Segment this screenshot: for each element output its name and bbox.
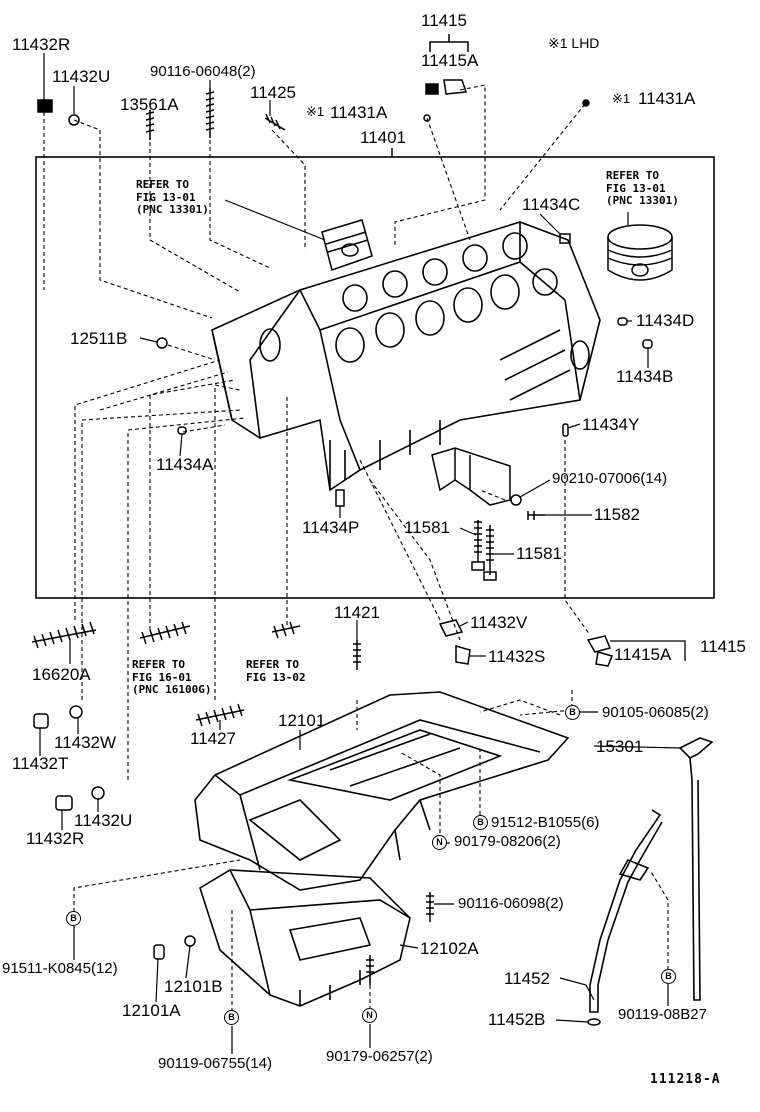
part-11415-top: 11415 (421, 11, 468, 30)
part-12101A: 12101A (122, 1001, 181, 1020)
part-90210-07006: 90210-07006(14) (552, 470, 668, 487)
part-12101: 12101 (278, 711, 326, 730)
dipstick-drawing (589, 737, 714, 1013)
part-12511B: 12511B (70, 329, 128, 348)
part-11452: 11452 (504, 969, 551, 988)
note-marker-11431A-mid: ※1 (306, 104, 325, 119)
ref-fig-16-01: REFER TO FIG 16-01 (PNC 16100G) (132, 658, 212, 697)
badge-b-90119-06755: B (224, 1010, 239, 1025)
part-11432U-bottom: 11432U (74, 811, 133, 830)
badge-b-91512-B1055: B (473, 815, 488, 830)
part-11431A-mid: 11431A (330, 103, 388, 122)
part-11415A-top: 11415A (421, 51, 479, 70)
part-11432R-top: 11432R (12, 35, 71, 54)
part-90179-08206: 90179-08206(2) (454, 833, 561, 850)
part-11581-a: 11581 (404, 518, 451, 537)
part-15301: 15301 (596, 737, 644, 756)
part-11415A-bottom: 11415A (614, 645, 672, 664)
part-11434C: 11434C (522, 195, 581, 214)
piston-right-drawing (607, 224, 673, 281)
part-16620A: 16620A (32, 665, 91, 684)
part-90119-08B27: 90119-08B27 (618, 1006, 707, 1023)
part-91511-K0845: 91511-K0845(12) (2, 960, 118, 977)
part-90105-06085: 90105-06085(2) (602, 704, 709, 721)
part-11434B: 11434B (616, 367, 674, 386)
dashed-leaders (43, 84, 669, 1012)
part-90179-06257: 90179-06257(2) (326, 1048, 433, 1065)
part-91512-B1055: 91512-B1055(6) (491, 814, 600, 831)
part-11432T: 11432T (12, 754, 69, 773)
part-90116-06048: 90116-06048(2) (150, 63, 256, 80)
part-11432V: 11432V (470, 613, 528, 632)
badge-b-91511-K0845: B (66, 911, 81, 926)
bearing-cap-drawing (431, 447, 511, 506)
part-13561A: 13561A (120, 95, 179, 114)
small-parts-lower (31, 619, 614, 1026)
badge-b-90105-06085: B (565, 705, 580, 720)
part-11434D: 11434D (636, 311, 695, 330)
note-marker-11431A-right: ※1 (612, 91, 631, 106)
lhd-note: ※1 LHD (548, 35, 600, 51)
part-11432R-bottom: 11432R (26, 829, 85, 848)
part-11434P: 11434P (302, 518, 360, 537)
part-12101B: 12101B (164, 977, 223, 996)
part-90119-06755: 90119-06755(14) (158, 1055, 272, 1072)
part-90116-06098: 90116-06098(2) (458, 895, 564, 912)
part-11431A-right: 11431A (638, 89, 696, 108)
part-11432S: 11432S (488, 647, 546, 666)
cylinder-block-frame (35, 156, 715, 599)
bracket-11415-bottom (610, 640, 686, 661)
part-11425: 11425 (250, 83, 297, 102)
part-11581-b: 11581 (516, 544, 563, 563)
part-11434A: 11434A (156, 455, 214, 474)
part-11415-bottom: 11415 (700, 637, 747, 656)
piston-left-drawing (321, 219, 373, 271)
part-11427: 11427 (190, 729, 237, 748)
part-11401: 11401 (360, 128, 407, 147)
oil-pan-drawing (194, 691, 570, 891)
badge-n-90179-08206: N (432, 835, 447, 850)
small-parts (37, 79, 653, 581)
part-11452B: 11452B (488, 1010, 546, 1029)
part-11434Y: 11434Y (582, 415, 640, 434)
part-11432U-top: 11432U (52, 67, 111, 86)
badge-n-90179-06257: N (362, 1008, 377, 1023)
sub-oil-pan-drawing (199, 869, 411, 1007)
part-11421: 11421 (334, 603, 381, 622)
badge-b-90119-08B27: B (661, 969, 676, 984)
part-12102A: 12102A (420, 939, 479, 958)
ref-fig-13-02: REFER TO FIG 13-02 (246, 658, 306, 685)
cylinder-block-drawing (211, 221, 601, 492)
figure-code: 111218-A (650, 1072, 721, 1087)
ref-fig-13-01-left: REFER TO FIG 13-01 (PNC 13301) (136, 178, 209, 217)
ref-fig-13-01-right: REFER TO FIG 13-01 (PNC 13301) (606, 169, 679, 208)
part-11582: 11582 (594, 505, 641, 524)
part-11432W: 11432W (54, 733, 117, 752)
